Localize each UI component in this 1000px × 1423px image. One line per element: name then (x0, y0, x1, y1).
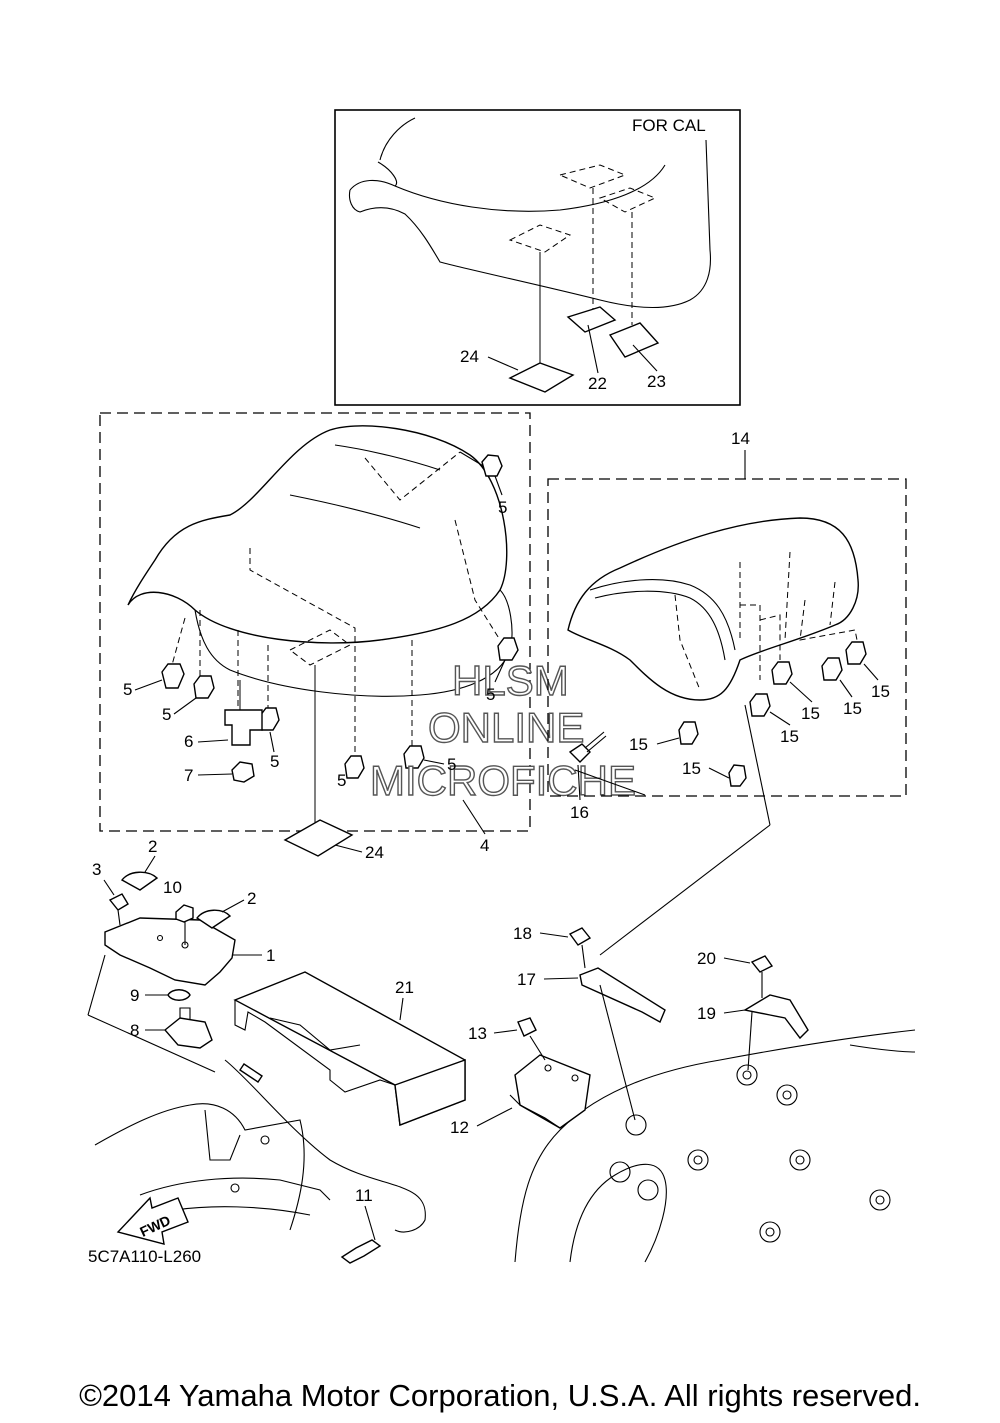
bolt-16 (568, 731, 607, 763)
rear-seat-assembly: 14 15 15 15 15 (547, 429, 907, 822)
bracket-12 (509, 1054, 591, 1129)
callout-13: 13 (468, 1024, 487, 1043)
grommet-15-e (821, 657, 843, 681)
bracket-19 (743, 994, 809, 1071)
lock-8 (163, 1017, 213, 1049)
callout-4: 4 (480, 836, 489, 855)
callout-14: 14 (731, 429, 750, 448)
drawing-code: 5C7A110-L260 (88, 1247, 201, 1266)
watermark-line-2: ONLINE (428, 704, 584, 751)
bolt-20 (750, 955, 774, 998)
cable-11 (224, 1059, 426, 1233)
for-cal-inset: FOR CAL 24 22 23 (334, 109, 741, 406)
callout-10: 10 (163, 878, 182, 897)
rear-fender-section (514, 1029, 916, 1263)
callout-24-inset: 24 (460, 347, 479, 366)
bolt-3 (108, 893, 129, 911)
callout-2-b: 2 (247, 889, 256, 908)
leader-rear-seat-to-frame (599, 824, 771, 956)
callout-9: 9 (130, 986, 139, 1005)
grommet-5-c (259, 707, 280, 731)
callout-5-f: 5 (498, 498, 507, 517)
callout-20: 20 (697, 949, 716, 968)
callout-8: 8 (130, 1021, 139, 1040)
callout-15-a: 15 (629, 735, 648, 754)
callout-7: 7 (184, 766, 193, 785)
tray-21: 21 (233, 971, 466, 1126)
grommet-15-b (728, 764, 747, 787)
watermark-line-1: HLSM (452, 657, 569, 704)
callout-5-a: 5 (123, 680, 132, 699)
nut-7 (231, 761, 255, 783)
cover-2-left (120, 871, 159, 891)
bolt-13 (517, 1017, 546, 1061)
callout-24-lower: 24 (365, 843, 384, 862)
callout-5-b: 5 (162, 705, 171, 724)
callout-12: 12 (450, 1118, 469, 1137)
grommet-15-c (749, 693, 771, 717)
fwd-arrow: FWD (116, 1196, 189, 1245)
callout-5-e: 5 (447, 755, 456, 774)
front-seat-assembly: HLSM ONLINE MICROFICHE 5 5 5 5 5 5 5 6 7… (99, 412, 637, 862)
grommet-5-e (403, 745, 425, 769)
callout-15-f: 15 (871, 682, 890, 701)
bracket-17 (579, 967, 666, 1121)
grommet-5-a (161, 663, 185, 689)
callout-5-g: 5 (486, 685, 495, 704)
callout-17: 17 (517, 970, 536, 989)
callout-16: 16 (570, 803, 589, 822)
callout-15-d: 15 (801, 704, 820, 723)
front-seat-drawing (127, 425, 513, 825)
rear-seat-drawing (567, 517, 859, 701)
frame-section (94, 1103, 331, 1231)
callout-15-c: 15 (780, 727, 799, 746)
callout-5-c: 5 (270, 752, 279, 771)
callout-19: 19 (697, 1004, 716, 1023)
callout-21: 21 (395, 978, 414, 997)
copyright-notice: ©2014 Yamaha Motor Corporation, U.S.A. A… (79, 1378, 921, 1413)
bolt-18 (568, 927, 592, 969)
grommet-15-d (771, 661, 793, 685)
nut-10 (175, 904, 194, 923)
inset-seat-drawing (348, 117, 712, 393)
callout-15-b: 15 (682, 759, 701, 778)
grommet-5-g (497, 637, 519, 661)
grommet-5-f (481, 454, 503, 477)
callout-23: 23 (647, 372, 666, 391)
callout-22: 22 (588, 374, 607, 393)
callout-15-e: 15 (843, 699, 862, 718)
callout-1: 1 (266, 946, 275, 965)
seat-lock-parts: 2 2 3 10 1 9 8 11 (87, 837, 426, 1264)
bracket-6 (224, 709, 263, 746)
callout-5-d: 5 (337, 771, 346, 790)
callout-2-a: 2 (148, 837, 157, 856)
washer-9 (167, 989, 191, 1001)
callout-18: 18 (513, 924, 532, 943)
inset-caption: FOR CAL (632, 116, 706, 135)
grommet-15-f (845, 641, 867, 665)
hlsm-watermark: HLSM ONLINE MICROFICHE (369, 656, 636, 804)
label-24-lower (283, 819, 354, 857)
cover-2-right (195, 909, 232, 929)
grommet-15-a (678, 721, 699, 745)
callout-3: 3 (92, 860, 101, 879)
watermark-line-3: MICROFICHE (370, 757, 636, 804)
callout-11: 11 (355, 1186, 373, 1205)
grommet-5-d (344, 755, 365, 779)
callout-6: 6 (184, 732, 193, 751)
grommet-5-b (193, 675, 215, 699)
plate-1 (104, 917, 236, 986)
